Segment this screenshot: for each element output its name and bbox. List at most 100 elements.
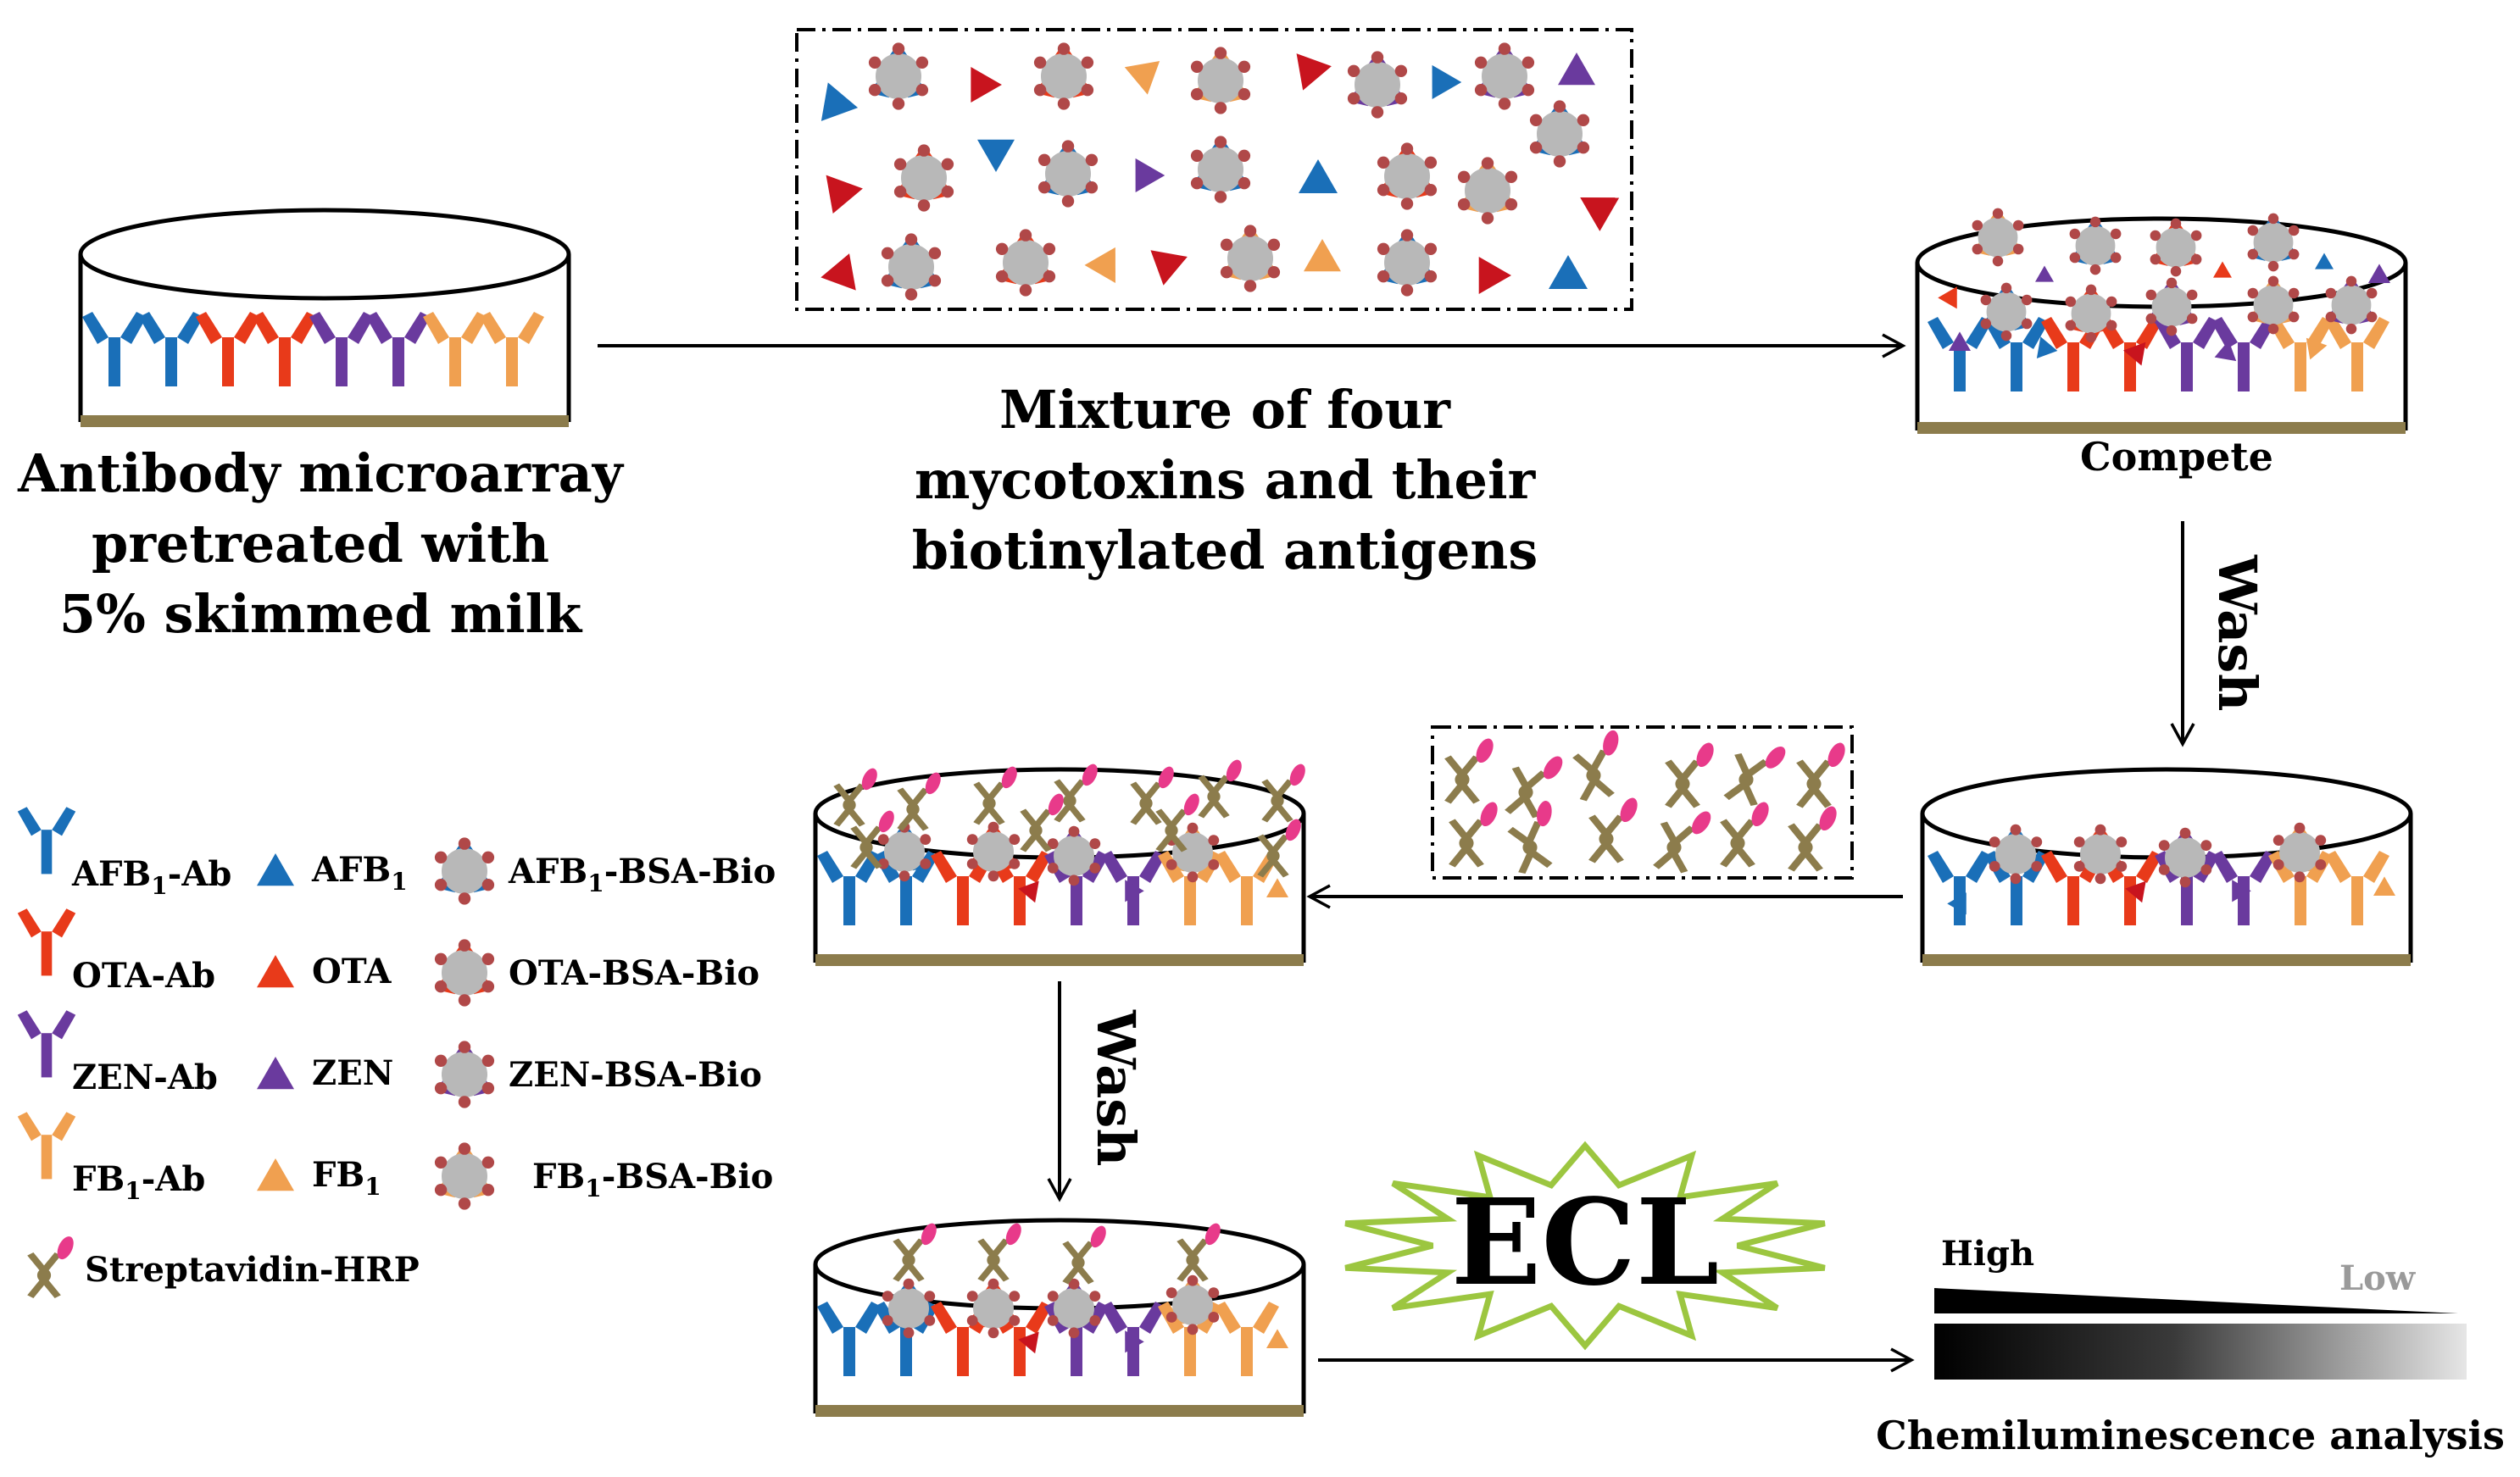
mycotoxin-icon	[257, 853, 294, 886]
streptavidin-hrp-icon	[1788, 803, 1840, 872]
streptavidin-hrp-icon	[1722, 732, 1791, 813]
legend-toxin-label: OTA	[312, 952, 392, 991]
bsa-bio-conjugate-icon	[1457, 157, 1518, 225]
legend-conjugate-label: FB1-BSA-Bio	[532, 1157, 773, 1202]
streptavidin-hrp-icon	[1257, 816, 1305, 878]
antibody-icon	[480, 312, 544, 386]
bsa-bio-conjugate-icon	[2150, 218, 2202, 277]
legend-toxin-label: FB1	[312, 1155, 381, 1201]
mycotoxin-icon	[821, 82, 859, 121]
mycotoxin-icon	[2232, 880, 2251, 902]
legend-streptavidin-label: Streptavidin-HRP	[85, 1250, 420, 1290]
bsa-bio-conjugate-icon	[2272, 822, 2327, 883]
bsa-bio-conjugate-icon	[1165, 1274, 1220, 1335]
mixture-label: Mixture of four mycotoxins and their bio…	[912, 379, 1538, 581]
bsa-bio-conjugate-icon	[2158, 827, 2212, 888]
bsa-bio-conjugate-icon	[1037, 140, 1099, 208]
bsa-bio-conjugate-icon	[2069, 216, 2122, 275]
bsa-bio-conjugate-icon	[881, 233, 942, 301]
bsa-bio-conjugate-icon	[434, 1142, 495, 1210]
antibody-icon	[423, 312, 487, 386]
streptavidin-box	[1431, 725, 1854, 880]
mycotoxin-icon	[826, 175, 863, 214]
mixture-box	[795, 28, 1633, 311]
antibody-icon	[2155, 317, 2219, 391]
mixture-label-line-1: Mixture of four	[999, 379, 1451, 441]
mycotoxin-icon	[1084, 247, 1115, 283]
legend-toxin-label: ZEN	[312, 1053, 393, 1093]
mycotoxin-icon	[2123, 341, 2146, 366]
streptavidin-hrp-icon	[1588, 795, 1641, 863]
bsa-bio-conjugate-icon	[2073, 824, 2128, 885]
mycotoxin-icon	[1125, 880, 1144, 902]
mycotoxin-icon	[2306, 337, 2328, 360]
bsa-bio-conjugate-icon	[434, 837, 495, 905]
dish-after-wash	[1920, 767, 2413, 966]
mycotoxin-icon	[2315, 253, 2334, 269]
mycotoxin-icon	[257, 1057, 294, 1090]
start-label-line-1: Antibody microarray	[17, 442, 625, 504]
antibody-icon	[17, 807, 76, 875]
mycotoxin-icon	[1296, 53, 1332, 91]
bsa-bio-conjugate-icon	[1220, 225, 1281, 292]
legend-antibody-label: ZEN-Ab	[72, 1058, 218, 1097]
bsa-bio-conjugate-icon	[877, 821, 932, 882]
dish5-contents	[882, 1220, 1288, 1354]
bsa-bio-conjugate-icon	[1190, 136, 1251, 203]
streptavidin-hrp-icon	[1796, 740, 1849, 808]
legend-antibody-label: AFB1-Ab	[71, 854, 231, 900]
bsa-bio-conjugate-icon	[1377, 142, 1438, 210]
mycotoxin-icon	[1124, 60, 1160, 95]
mycotoxin-icon	[1558, 53, 1595, 86]
mycotoxin-icon	[2214, 340, 2237, 362]
wash-label-2: Wash	[1085, 1009, 1147, 1166]
legend-conjugate-label: ZEN-BSA-Bio	[509, 1055, 762, 1095]
mycotoxin-icon	[257, 1158, 294, 1191]
ecl-label: ECL	[1451, 1174, 1720, 1313]
dish-compete	[1915, 208, 2408, 434]
bsa-bio-conjugate-icon	[2247, 275, 2300, 335]
mycotoxin-icon	[2373, 876, 2395, 897]
analysis-label: Chemiluminescence analysis	[1876, 1413, 2505, 1458]
bsa-bio-conjugate-icon	[1047, 825, 1101, 886]
antibody-icon	[817, 1302, 882, 1376]
compete-contents	[1938, 208, 2390, 366]
streptavidin-hrp-icon	[1504, 746, 1568, 823]
dish-final	[813, 1218, 1306, 1417]
mycotoxin-icon	[1549, 254, 1588, 290]
mycotoxin-icon	[2213, 261, 2232, 278]
bsa-bio-conjugate-icon	[2325, 275, 2378, 335]
bsa-bio-conjugate-icon	[1165, 822, 1220, 883]
mycotoxin-icon	[1266, 878, 1288, 898]
mycotoxin-icon	[2368, 264, 2390, 284]
legend-conjugate-label: AFB1-BSA-Bio	[508, 852, 776, 897]
antibody-icon	[253, 312, 317, 386]
bsa-bio-conjugate-icon	[2065, 284, 2117, 343]
mycotoxin-icon	[2035, 265, 2054, 282]
intensity-bar	[1934, 1324, 2467, 1380]
antibody-icon	[1928, 851, 1992, 925]
legend-antibody-label: FB1-Ab	[72, 1159, 205, 1205]
mycotoxin-icon	[1125, 1330, 1144, 1353]
mixture-label-line-3: biotinylated antigens	[912, 519, 1538, 581]
mycotoxin-icon	[977, 139, 1015, 172]
bsa-bio-conjugate-icon	[1474, 42, 1535, 110]
dish-streptavidin-bound	[813, 757, 1309, 966]
antibody-icon	[139, 312, 203, 386]
mycotoxin-icon	[1150, 250, 1188, 286]
mycotoxin-icon	[1478, 257, 1511, 294]
antibody-icon	[309, 312, 374, 386]
streptavidin-hrp-icon	[1198, 757, 1245, 819]
mycotoxin-icon	[2125, 880, 2146, 903]
mycotoxin-icon	[1266, 1329, 1288, 1349]
mycotoxin-icon	[821, 253, 856, 291]
antibody-icon	[196, 312, 260, 386]
bsa-bio-conjugate-icon	[893, 144, 954, 212]
bsa-bio-conjugate-icon	[1980, 282, 2033, 341]
mycotoxin-icon	[1304, 239, 1341, 272]
legend-row-zen: ZEN-Ab ZEN ZEN-BSA-Bio	[17, 1010, 762, 1108]
mycotoxin-icon	[971, 67, 1002, 103]
